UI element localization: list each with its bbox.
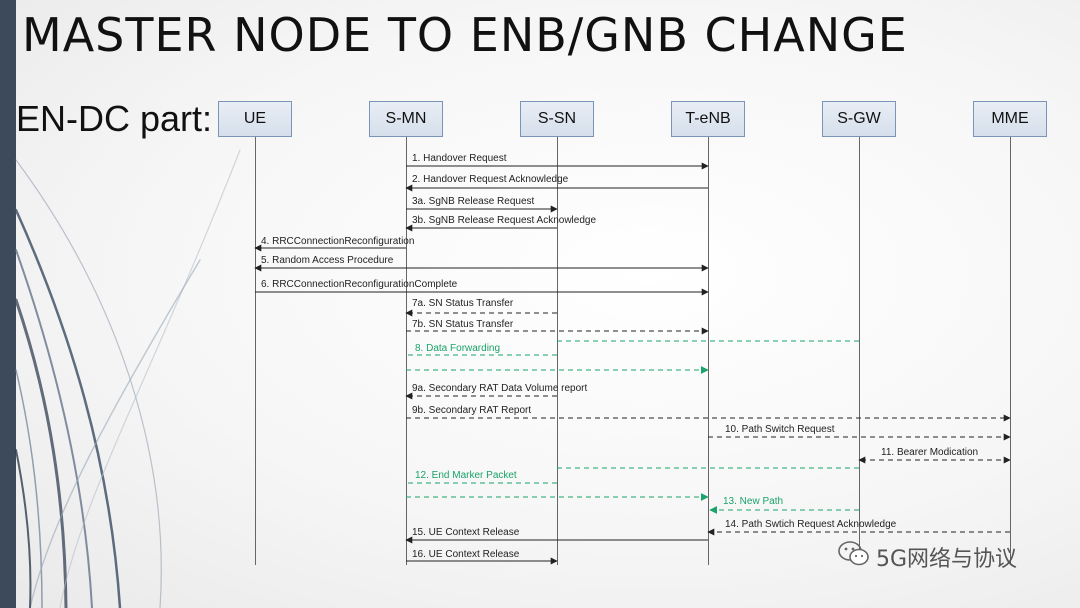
message-6: 6. RRCConnectionReconfigurationComplete (255, 279, 709, 296)
message-9a: 9a. Secondary RAT Data Volume report (405, 383, 588, 400)
watermark-text: 5G网络与协议 (876, 547, 1018, 572)
message-12: 12. End Marker Packet (406, 467, 859, 501)
node-mme: MME (973, 101, 1047, 137)
node-s-mn: S-MN (369, 101, 443, 137)
message-3b: 3b. SgNB Release Request Acknowledge (405, 215, 596, 232)
message-8-label: 8. Data Forwarding (415, 343, 500, 354)
message-5-label: 5. Random Access Procedure (261, 255, 394, 266)
message-4: 4. RRCConnectionReconfiguration (254, 236, 414, 252)
message-2-label: 2. Handover Request Acknowledge (412, 174, 569, 185)
node-ue: UE (218, 101, 292, 137)
message-11: 11. Bearer Modication (858, 447, 1011, 464)
message-2: 2. Handover Request Acknowledge (405, 174, 708, 192)
message-9a-label: 9a. Secondary RAT Data Volume report (412, 383, 588, 394)
node-s-gw: S-GW (822, 101, 896, 137)
lifeline-mme (1010, 137, 1011, 565)
message-13-label: 13. New Path (723, 496, 783, 507)
message-9b: 9b. Secondary RAT Report (406, 405, 1011, 422)
slide-title: MASTER NODE TO ENB/GNB CHANGE (22, 8, 908, 62)
message-10: 10. Path Switch Request (708, 424, 1011, 441)
lifeline-s-sn (557, 137, 558, 565)
message-12-label: 12. End Marker Packet (415, 470, 517, 481)
message-7b: 7b. SN Status Transfer (406, 319, 709, 335)
message-8: 8. Data Forwarding (406, 340, 859, 374)
message-3a-label: 3a. SgNB Release Request (412, 196, 535, 207)
message-5: 5. Random Access Procedure (254, 255, 709, 272)
message-4-label: 4. RRCConnectionReconfiguration (261, 236, 414, 247)
message-14: 14. Path Swtich Request Acknowledge (707, 519, 1010, 536)
node-t-enb: T-eNB (671, 101, 745, 137)
message-7a-label: 7a. SN Status Transfer (412, 298, 514, 309)
message-16-label: 16. UE Context Release (412, 549, 520, 560)
message-1: 1. Handover Request (406, 153, 709, 170)
message-14-label: 14. Path Swtich Request Acknowledge (725, 519, 897, 530)
message-3b-label: 3b. SgNB Release Request Acknowledge (412, 215, 596, 226)
message-9b-label: 9b. Secondary RAT Report (412, 405, 531, 416)
message-7a: 7a. SN Status Transfer (405, 298, 557, 317)
message-16: 16. UE Context Release (406, 549, 558, 565)
wechat-icon (838, 540, 870, 574)
message-3a: 3a. SgNB Release Request (406, 196, 558, 213)
lifeline-s-gw (859, 137, 860, 565)
message-6-label: 6. RRCConnectionReconfigurationComplete (261, 279, 458, 290)
message-11-label: 11. Bearer Modication (881, 447, 978, 458)
message-15-label: 15. UE Context Release (412, 527, 520, 538)
lifeline-ue (255, 137, 256, 565)
lifeline-t-enb (708, 137, 709, 565)
message-10-label: 10. Path Switch Request (725, 424, 835, 435)
lifeline-s-mn (406, 137, 407, 565)
message-13: 13. New Path (709, 496, 859, 514)
watermark: 5G网络与协议 (838, 540, 1017, 574)
slide-accent-bar (0, 0, 16, 608)
message-1-label: 1. Handover Request (412, 153, 507, 164)
message-15: 15. UE Context Release (405, 527, 708, 544)
message-7b-label: 7b. SN Status Transfer (412, 319, 514, 330)
slide-subtitle: EN-DC part: (16, 98, 213, 139)
node-s-sn: S-SN (520, 101, 594, 137)
